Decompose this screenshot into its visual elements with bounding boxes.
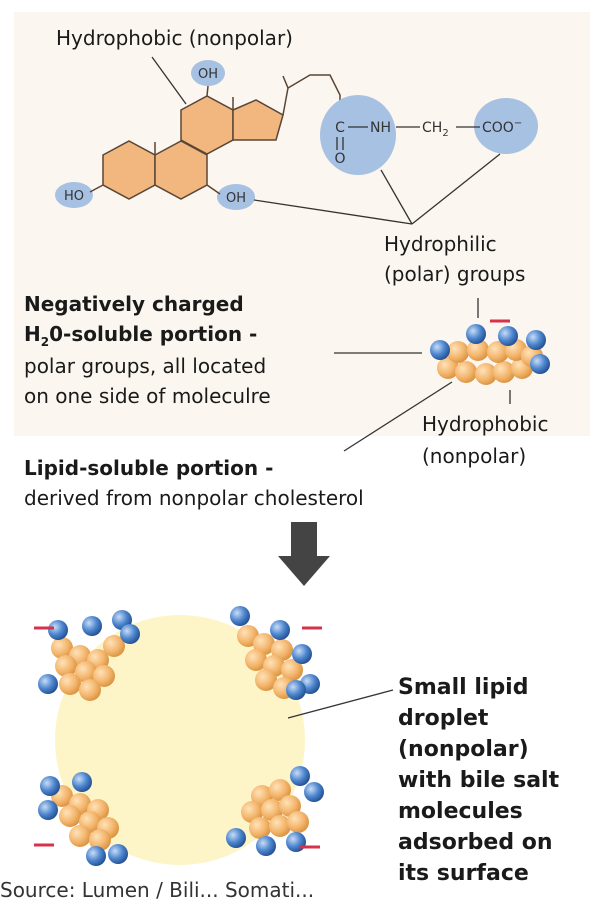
molecule-panel [14, 12, 590, 436]
hydrophobic-top-label: Hydrophobic (nonpolar) [56, 26, 293, 50]
hydrophobic-mid-label-line2: (nonpolar) [422, 444, 527, 468]
caption-line: Small lipid [398, 675, 529, 700]
oh-right-circle [217, 184, 255, 210]
negative-charge-heading: Negatively charged [24, 292, 244, 316]
oxygen-atom: O [334, 151, 345, 167]
oh-bonds [89, 85, 221, 195]
carboxylate-circle [474, 98, 538, 154]
hydrophobic-mid-label-line1: Hydrophobic [422, 412, 549, 436]
coo-label: COO− [482, 118, 522, 136]
ho-left-circle [55, 182, 93, 208]
ho-left-label: HO [64, 189, 84, 204]
lipid-soluble-heading: Lipid-soluble portion - [24, 456, 274, 480]
lipid-droplet [55, 615, 305, 865]
polar-groups-text-line2: on one side of moleculre [24, 384, 271, 408]
source-footer: Source: Lumen / Bili... Somati... [0, 878, 315, 902]
caption-line: adsorbed on [398, 830, 553, 855]
methyl-lines [154, 74, 341, 155]
oh-top-circle [191, 60, 225, 86]
bile-salt-cluster [430, 324, 550, 385]
caption-line: (nonpolar) [398, 737, 529, 762]
carbon-atom: C [335, 120, 345, 136]
nh-label: NH [370, 120, 391, 136]
bile-salt-cluster-top-right [230, 606, 320, 700]
bile-salt-cluster-top-left [38, 610, 140, 701]
steroid-rings [102, 95, 284, 200]
oh-right-label: OH [226, 191, 246, 206]
hydrophilic-label-line2: (polar) groups [384, 262, 526, 286]
polar-groups-text-line1: polar groups, all located [24, 354, 267, 378]
caption-line: its surface [398, 861, 529, 886]
ch2-label: CH2 [422, 120, 449, 139]
caption-line: molecules [398, 799, 523, 824]
leader-lines [151, 56, 511, 452]
hydrophilic-label-line1: Hydrophilic [384, 232, 497, 256]
ring-a [102, 140, 156, 200]
polar-groups [55, 60, 538, 210]
bile-salt-cluster-bottom-right [226, 766, 324, 856]
down-arrow-icon [278, 522, 330, 586]
caption-line: droplet [398, 706, 489, 731]
bile-salt-cluster-bottom-left [38, 772, 128, 866]
water-soluble-heading: H20-soluble portion - [24, 322, 258, 349]
lipid-soluble-text: derived from nonpolar cholesterol [24, 486, 364, 510]
oh-top-label: OH [198, 67, 218, 82]
droplet-caption: Small lipid droplet (nonpolar) with bile… [398, 672, 559, 889]
ring-d [232, 99, 284, 141]
amide-circle [320, 95, 396, 175]
caption-line: with bile salt [398, 768, 560, 793]
